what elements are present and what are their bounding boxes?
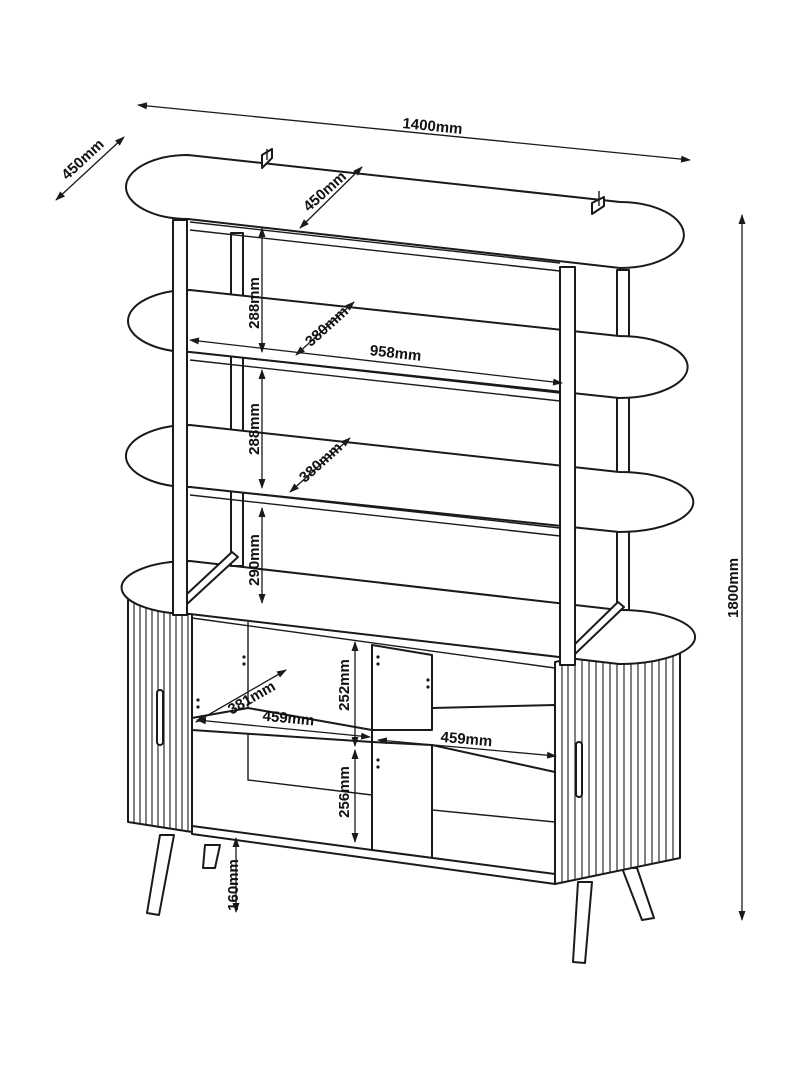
label-compartment-height-upper: 252mm (336, 659, 353, 711)
front-posts (172, 219, 625, 666)
left-door-slats (133, 602, 189, 832)
label-compartment-width-left: 459mm (262, 708, 315, 730)
label-overall-width: 1400mm (402, 115, 463, 138)
dimension-lines (55, 102, 746, 921)
label-gap-lower: 290mm (246, 534, 263, 586)
left-door-handle (156, 689, 164, 746)
label-gap-upper: 288mm (246, 277, 263, 329)
label-compartment-width-right: 459mm (440, 729, 493, 750)
label-shelf-width: 958mm (369, 342, 422, 365)
label-compartment-height-lower: 256mm (336, 766, 353, 818)
legs (146, 834, 655, 964)
shelves (125, 154, 695, 537)
label-leg-height: 160mm (225, 859, 242, 911)
label-gap-middle: 288mm (246, 403, 263, 455)
right-door-handle (575, 741, 583, 798)
right-door-slats (561, 637, 674, 883)
label-overall-height: 1800mm (725, 558, 742, 618)
